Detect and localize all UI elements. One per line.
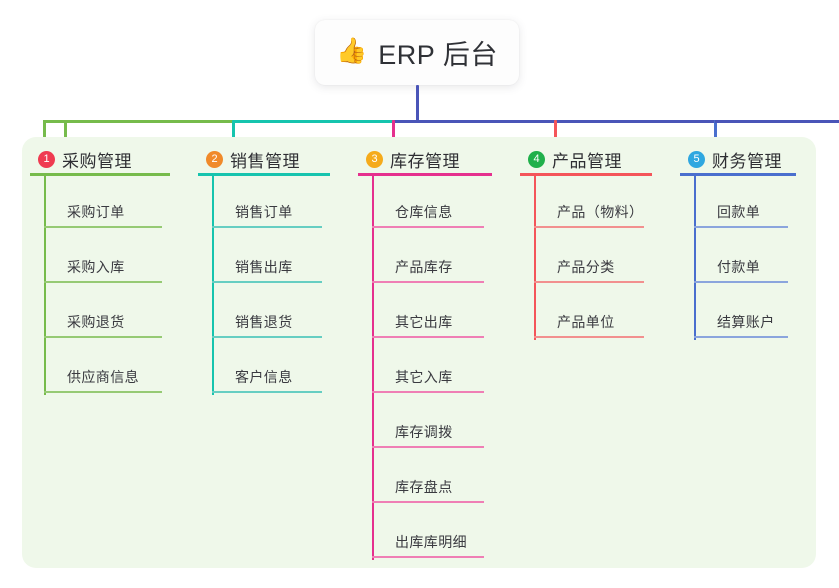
leaf-node-rule: [694, 226, 788, 228]
leaf-node-rule: [44, 336, 162, 338]
branch-spine: [212, 173, 214, 395]
root-node-title: ERP 后台: [378, 40, 498, 70]
branch-header-4[interactable]: 4 产品管理: [528, 147, 622, 172]
leaf-node-rule: [212, 336, 322, 338]
leaf-node-rule: [534, 281, 644, 283]
leaf-node-rule: [44, 226, 162, 228]
branch-spine: [694, 173, 696, 340]
leaf-node-label: 产品（物料）: [557, 204, 644, 220]
leaf-node-label: 库存调拨: [395, 424, 453, 440]
leaf-node-rule: [694, 336, 788, 338]
leaf-node-label: 付款单: [717, 259, 761, 275]
branch-title: 销售管理: [230, 152, 300, 171]
leaf-node-label: 采购入库: [67, 259, 125, 275]
branch-header-3[interactable]: 3 库存管理: [366, 147, 460, 172]
leaf-node-label: 产品单位: [557, 314, 615, 330]
leaf-node-label: 其它入库: [395, 369, 453, 385]
leaf-node-rule: [212, 391, 322, 393]
root-node-content: 👍 ERP 后台: [336, 33, 498, 72]
root-node-card[interactable]: 👍 ERP 后台: [315, 20, 519, 85]
leaf-node-label: 产品库存: [395, 259, 453, 275]
branch-column-5: 5 财务管理回款单付款单结算账户: [672, 137, 816, 588]
branch-header-rule: [520, 173, 652, 176]
bus-right-cap: [715, 120, 839, 123]
leaf-node-rule: [44, 391, 162, 393]
leaf-node-rule: [372, 391, 484, 393]
leaf-node-label: 库存盘点: [395, 479, 453, 495]
leaf-node-label: 销售出库: [235, 259, 293, 275]
branch-header-5[interactable]: 5 财务管理: [688, 147, 782, 172]
branch-number-badge: 2: [206, 151, 223, 168]
leaf-node-rule: [372, 501, 484, 503]
leaf-node-label: 采购订单: [67, 204, 125, 220]
branch-number-badge: 4: [528, 151, 545, 168]
branch-panel: [22, 137, 816, 568]
branch-number-badge: 3: [366, 151, 383, 168]
leaf-node-rule: [212, 226, 322, 228]
bus-segment-1: [65, 120, 235, 123]
leaf-node-rule: [372, 226, 484, 228]
leaf-node-rule: [212, 281, 322, 283]
branch-number-badge: 5: [688, 151, 705, 168]
leaf-node-label: 供应商信息: [67, 369, 139, 385]
branch-header-rule: [198, 173, 330, 176]
leaf-node-rule: [534, 336, 644, 338]
leaf-node-label: 销售订单: [235, 204, 293, 220]
leaf-node-label: 仓库信息: [395, 204, 453, 220]
branch-title: 财务管理: [712, 152, 782, 171]
branch-spine: [44, 173, 46, 395]
leaf-node-label: 采购退货: [67, 314, 125, 330]
leaf-node-rule: [534, 226, 644, 228]
branch-spine: [372, 173, 374, 560]
bus-segment-4: [555, 120, 717, 123]
leaf-node-rule: [44, 281, 162, 283]
root-stem: [416, 85, 419, 122]
branch-header-rule: [358, 173, 492, 176]
bus-segment-2: [233, 120, 395, 123]
leaf-node-label: 其它出库: [395, 314, 453, 330]
leaf-node-rule: [372, 336, 484, 338]
leaf-node-rule: [372, 556, 484, 558]
leaf-node-label: 出库库明细: [395, 534, 467, 550]
branch-header-1[interactable]: 1 采购管理: [38, 147, 132, 172]
leaf-node-rule: [372, 281, 484, 283]
bus-left-cap: [43, 120, 67, 123]
branch-header-2[interactable]: 2 销售管理: [206, 147, 300, 172]
branch-column-3: 3 库存管理仓库信息产品库存其它出库其它入库库存调拨库存盘点出库库明细: [350, 137, 512, 588]
leaf-node-label: 客户信息: [235, 369, 293, 385]
bus-segment-3: [393, 120, 557, 123]
branch-header-rule: [30, 173, 170, 176]
leaf-node-rule: [694, 281, 788, 283]
branch-spine: [534, 173, 536, 340]
branch-header-rule: [680, 173, 796, 176]
leaf-node-label: 回款单: [717, 204, 761, 220]
branch-title: 采购管理: [62, 152, 132, 171]
branch-title: 库存管理: [390, 152, 460, 171]
leaf-node-label: 销售退货: [235, 314, 293, 330]
leaf-node-label: 产品分类: [557, 259, 615, 275]
branch-column-2: 2 销售管理销售订单销售出库销售退货客户信息: [190, 137, 350, 588]
branch-title: 产品管理: [552, 152, 622, 171]
branch-column-4: 4 产品管理产品（物料） 产品分类产品单位: [512, 137, 672, 588]
leaf-node-label: 结算账户: [717, 314, 775, 330]
branch-column-1: 1 采购管理采购订单采购入库采购退货供应商信息: [22, 137, 190, 588]
leaf-node-rule: [372, 446, 484, 448]
branch-number-badge: 1: [38, 151, 55, 168]
thumbs-up-icon: 👍: [336, 37, 368, 65]
